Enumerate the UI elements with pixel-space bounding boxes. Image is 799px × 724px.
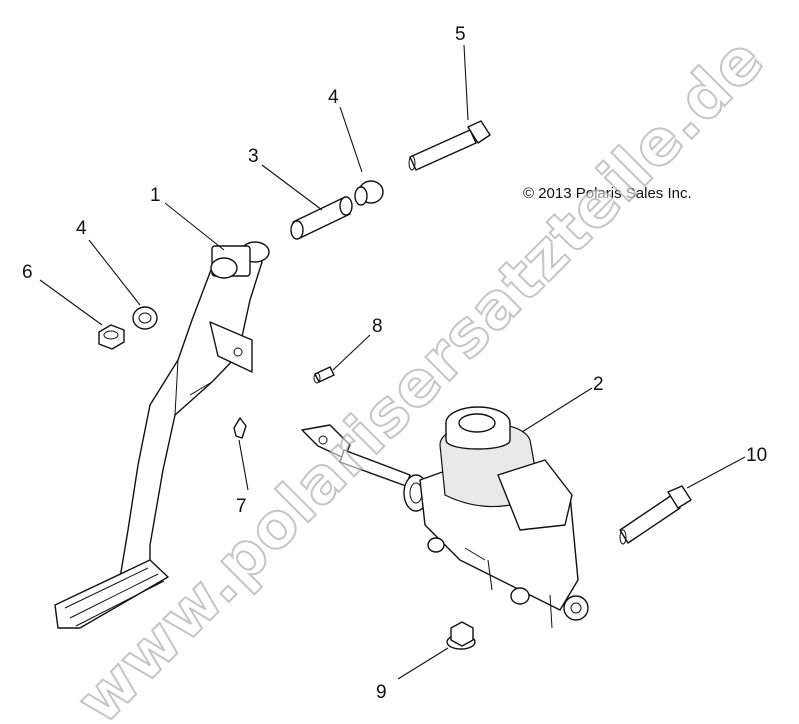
callout-7: 7 bbox=[236, 496, 247, 517]
brake-pedal bbox=[54, 241, 270, 629]
bushing-4-left bbox=[132, 306, 158, 330]
callout-4-left: 4 bbox=[76, 218, 87, 239]
callout-9: 9 bbox=[376, 682, 387, 703]
callout-8: 8 bbox=[372, 316, 383, 337]
bushing-4-upper bbox=[354, 180, 384, 206]
callout-2: 2 bbox=[593, 374, 604, 395]
nut-6 bbox=[98, 324, 125, 350]
callout-1: 1 bbox=[150, 185, 161, 206]
callout-numbers: 1 2 3 4 4 5 6 7 8 9 10 bbox=[22, 24, 767, 703]
bolt-5 bbox=[408, 120, 491, 171]
bolt-10 bbox=[619, 485, 692, 545]
leader-lines bbox=[39, 44, 746, 680]
callout-3: 3 bbox=[248, 146, 259, 167]
callout-5: 5 bbox=[455, 24, 466, 45]
copyright-notice: © 2013 Polaris Sales Inc. bbox=[523, 185, 692, 202]
sleeve-3 bbox=[290, 196, 353, 240]
callout-6: 6 bbox=[22, 262, 33, 283]
callout-10: 10 bbox=[746, 445, 767, 466]
flange-nut-9 bbox=[446, 621, 476, 650]
clip-7 bbox=[233, 417, 247, 439]
pin-8 bbox=[313, 366, 335, 384]
callout-4-upper: 4 bbox=[328, 87, 339, 108]
master-cylinder bbox=[301, 406, 589, 629]
